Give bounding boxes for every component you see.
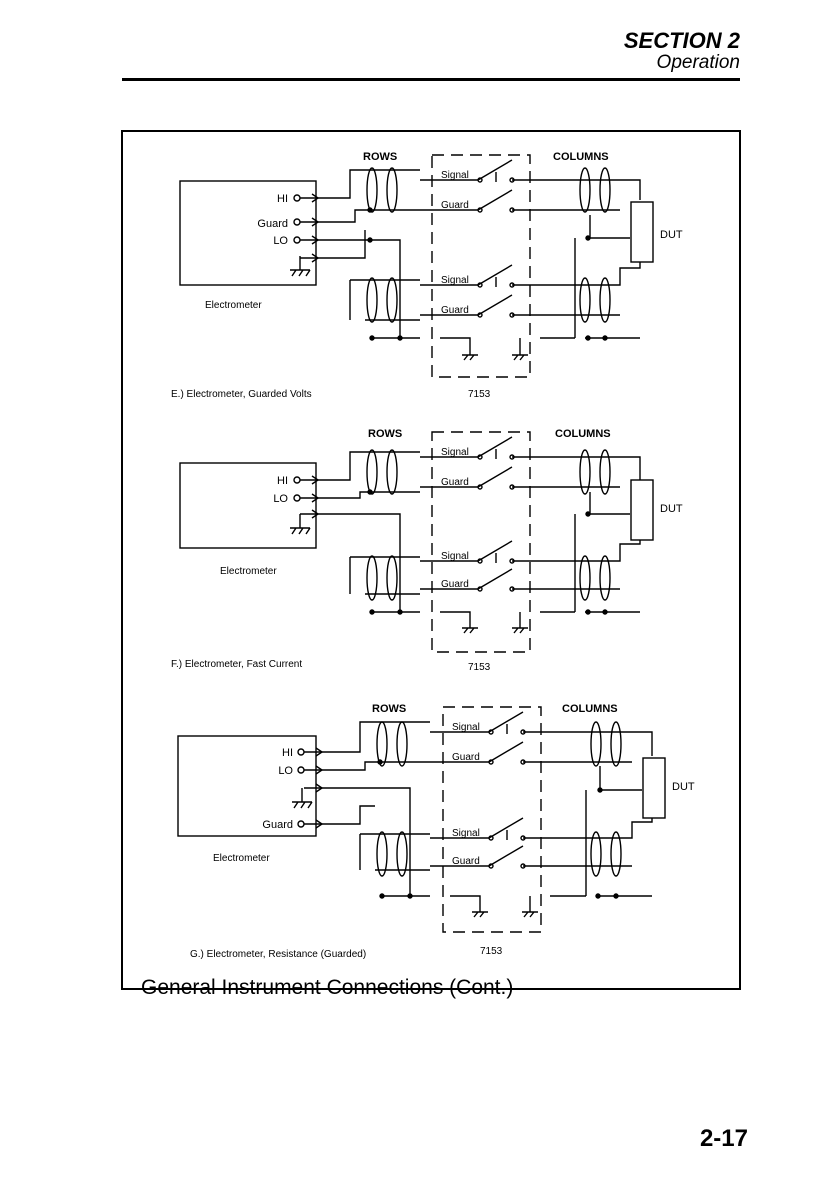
terminal-label: HI xyxy=(277,475,288,487)
section-subtitle: Operation xyxy=(656,52,740,73)
diagram-title: G.) Electrometer, Resistance (Guarded) xyxy=(190,949,366,960)
switch-label: Signal xyxy=(441,275,469,286)
dut-label: DUT xyxy=(660,503,683,515)
card-boundary xyxy=(442,706,542,933)
terminal-label: LO xyxy=(278,765,293,777)
rows-label: ROWS xyxy=(363,151,397,163)
terminal-label: Guard xyxy=(257,218,288,230)
page-number: 2-17 xyxy=(699,1125,748,1152)
electrometer-box xyxy=(177,735,317,837)
switch-label: Guard xyxy=(441,579,469,590)
switch-label: Guard xyxy=(452,856,480,867)
switch-label: Signal xyxy=(441,170,469,181)
diagram-e: HI Guard LO Electrometer ROWS 7153 Signa… xyxy=(171,151,683,400)
instrument-label: Electrometer xyxy=(205,300,262,311)
instrument-label: Electrometer xyxy=(220,566,277,577)
dut-box xyxy=(630,479,654,541)
card-boundary xyxy=(431,154,531,378)
switch-label: Guard xyxy=(452,752,480,763)
dut-box xyxy=(642,757,666,819)
terminal-label: Guard xyxy=(262,819,293,831)
electrometer-box xyxy=(179,180,317,286)
terminal-label: LO xyxy=(273,235,288,247)
diagram-title: F.) Electrometer, Fast Current xyxy=(171,659,302,670)
switch-label: Guard xyxy=(441,200,469,211)
switch-label: Signal xyxy=(441,551,469,562)
card-label: 7153 xyxy=(468,389,491,400)
terminal-label: HI xyxy=(282,747,293,759)
switch-label: Signal xyxy=(452,722,480,733)
instrument-label: Electrometer xyxy=(213,853,270,864)
dut-label: DUT xyxy=(660,229,683,241)
switch-label: Guard xyxy=(441,305,469,316)
dut-label: DUT xyxy=(672,781,695,793)
diagram-g: HI LO Guard Electrometer ROWS 7153 Signa… xyxy=(177,703,695,960)
rows-label: ROWS xyxy=(368,428,402,440)
columns-label: COLUMNS xyxy=(555,428,611,440)
switch-label: Signal xyxy=(441,447,469,458)
card-label: 7153 xyxy=(480,946,503,957)
switch-label: Guard xyxy=(441,477,469,488)
rows-label: ROWS xyxy=(372,703,406,715)
figure-frame xyxy=(121,130,741,990)
section-heading: SECTION 2 xyxy=(623,28,740,53)
terminal-label: LO xyxy=(273,493,288,505)
switch-label: Signal xyxy=(452,828,480,839)
terminal-label: HI xyxy=(277,193,288,205)
header-rule xyxy=(122,78,740,81)
columns-label: COLUMNS xyxy=(562,703,618,715)
dut-box xyxy=(630,201,654,263)
card-boundary xyxy=(431,431,531,653)
figure-caption: General Instrument Connections (Cont.) xyxy=(141,976,514,999)
card-label: 7153 xyxy=(468,662,491,673)
diagram-f: HI LO Electrometer ROWS 7153 Signal Guar… xyxy=(171,428,683,673)
columns-label: COLUMNS xyxy=(553,151,609,163)
diagram-title: E.) Electrometer, Guarded Volts xyxy=(171,389,312,400)
electrometer-box xyxy=(179,462,317,549)
